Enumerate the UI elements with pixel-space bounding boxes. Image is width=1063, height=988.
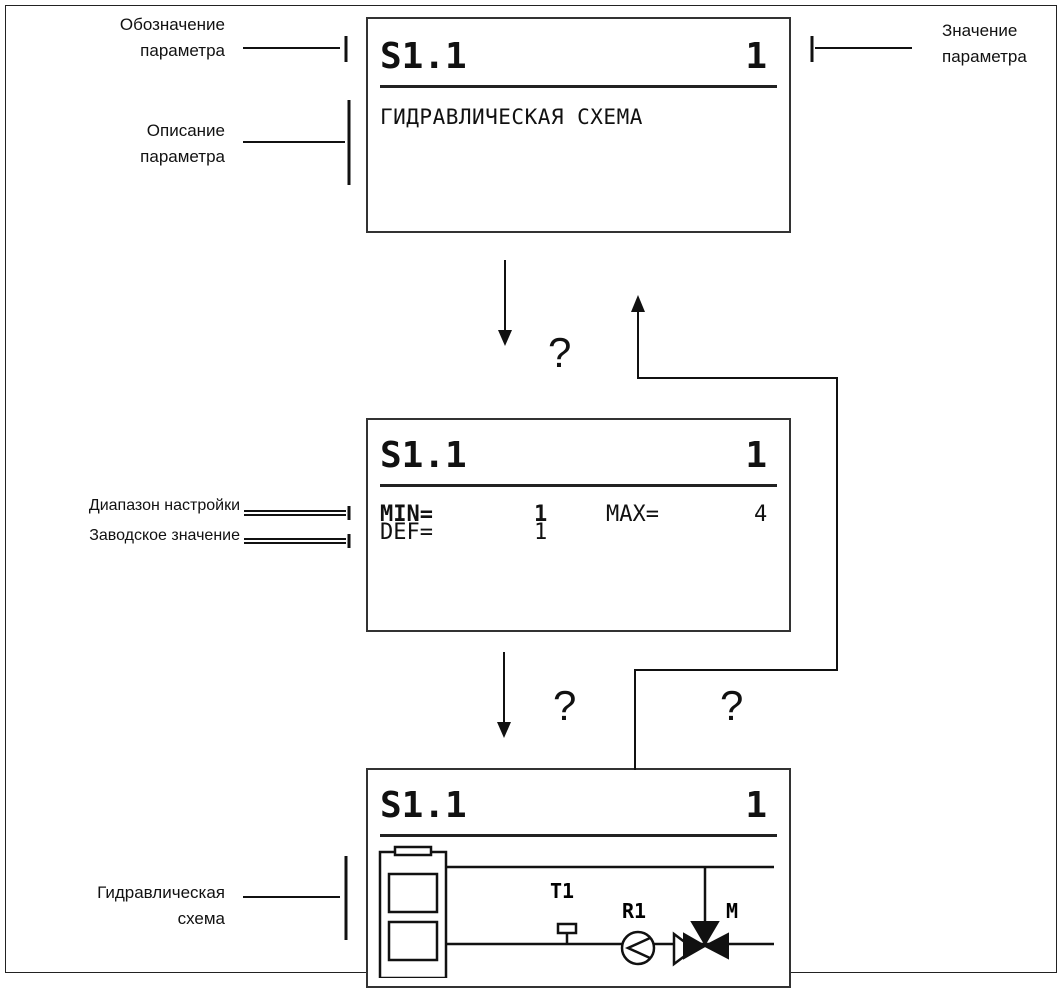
return-path (634, 310, 838, 770)
arrow-up-head (631, 295, 645, 312)
max-value: 4 (754, 502, 768, 527)
header-divider (380, 834, 777, 837)
param-value: 1 (745, 785, 767, 826)
param-code: S1.1 (380, 785, 467, 826)
r1-label: R1 (622, 899, 646, 923)
boiler-window-2 (387, 920, 439, 962)
max-label: MAX= (606, 502, 659, 527)
label-param-value: Значение параметра (942, 21, 1027, 66)
mixing-valve-top (690, 921, 720, 946)
mixing-valve-right (702, 932, 729, 960)
param-description: ГИДРАВЛИЧЕСКАЯ СХЕМА (380, 105, 643, 129)
question-mark-2: ? (553, 682, 577, 729)
mixing-valve-left (683, 932, 708, 960)
param-value: 1 (745, 435, 767, 476)
def-value: 1 (534, 520, 548, 545)
arrow-down-1-head (498, 330, 512, 346)
header-divider (380, 484, 777, 487)
label-factory-value: Заводское значение (89, 527, 240, 544)
min-label: MIN= (380, 502, 433, 527)
label-param-code: Обозначение параметра (119, 15, 225, 60)
param-code: S1.1 (380, 36, 467, 77)
arrow-down-2-head (497, 722, 511, 738)
label-param-description: Описание параметра (140, 121, 225, 166)
min-value: 1 (534, 502, 548, 527)
question-mark-3: ? (720, 682, 744, 729)
param-code: S1.1 (380, 435, 467, 476)
display-screen-2: S1.1 1 MIN= 1 MAX= 4 DEF= 1 (366, 418, 791, 632)
param-value: 1 (745, 36, 767, 77)
t1-sensor-icon (556, 922, 578, 935)
display-screen-1: S1.1 1 ГИДРАВЛИЧЕСКАЯ СХЕМА (366, 17, 791, 233)
label-setting-range: Диапазон настройки (88, 497, 240, 514)
t1-label: T1 (550, 879, 574, 903)
question-mark-1: ? (548, 329, 572, 376)
pump-arrow (624, 936, 651, 960)
boiler-top (393, 845, 433, 857)
def-label: DEF= (380, 520, 433, 545)
header-divider (380, 85, 777, 88)
label-hydraulic-scheme: Гидравлическая схема (97, 883, 225, 928)
m-label: M (726, 899, 738, 923)
boiler-window-1 (387, 872, 439, 914)
hydraulic-diagram (378, 845, 774, 978)
